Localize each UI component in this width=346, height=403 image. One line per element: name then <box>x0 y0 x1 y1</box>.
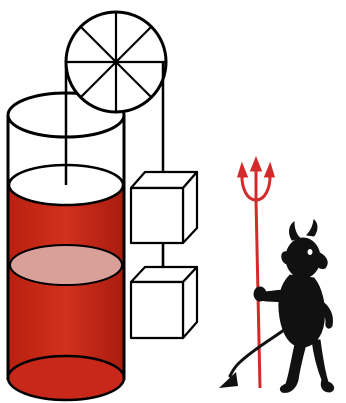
weight-upper <box>129 170 199 245</box>
liquid-bottom <box>6 354 126 402</box>
pitchfork-head <box>236 155 276 202</box>
weight-lower <box>129 265 199 340</box>
devil-tail-tip <box>219 372 238 388</box>
devil-eye <box>307 249 313 255</box>
devil-tail <box>228 328 286 378</box>
pulley-spokes <box>66 12 166 112</box>
pulley-wheel <box>64 10 168 114</box>
devil-silhouette <box>253 218 335 393</box>
liquid-body <box>8 185 124 400</box>
floating-disk <box>9 244 123 286</box>
devil <box>219 155 335 393</box>
